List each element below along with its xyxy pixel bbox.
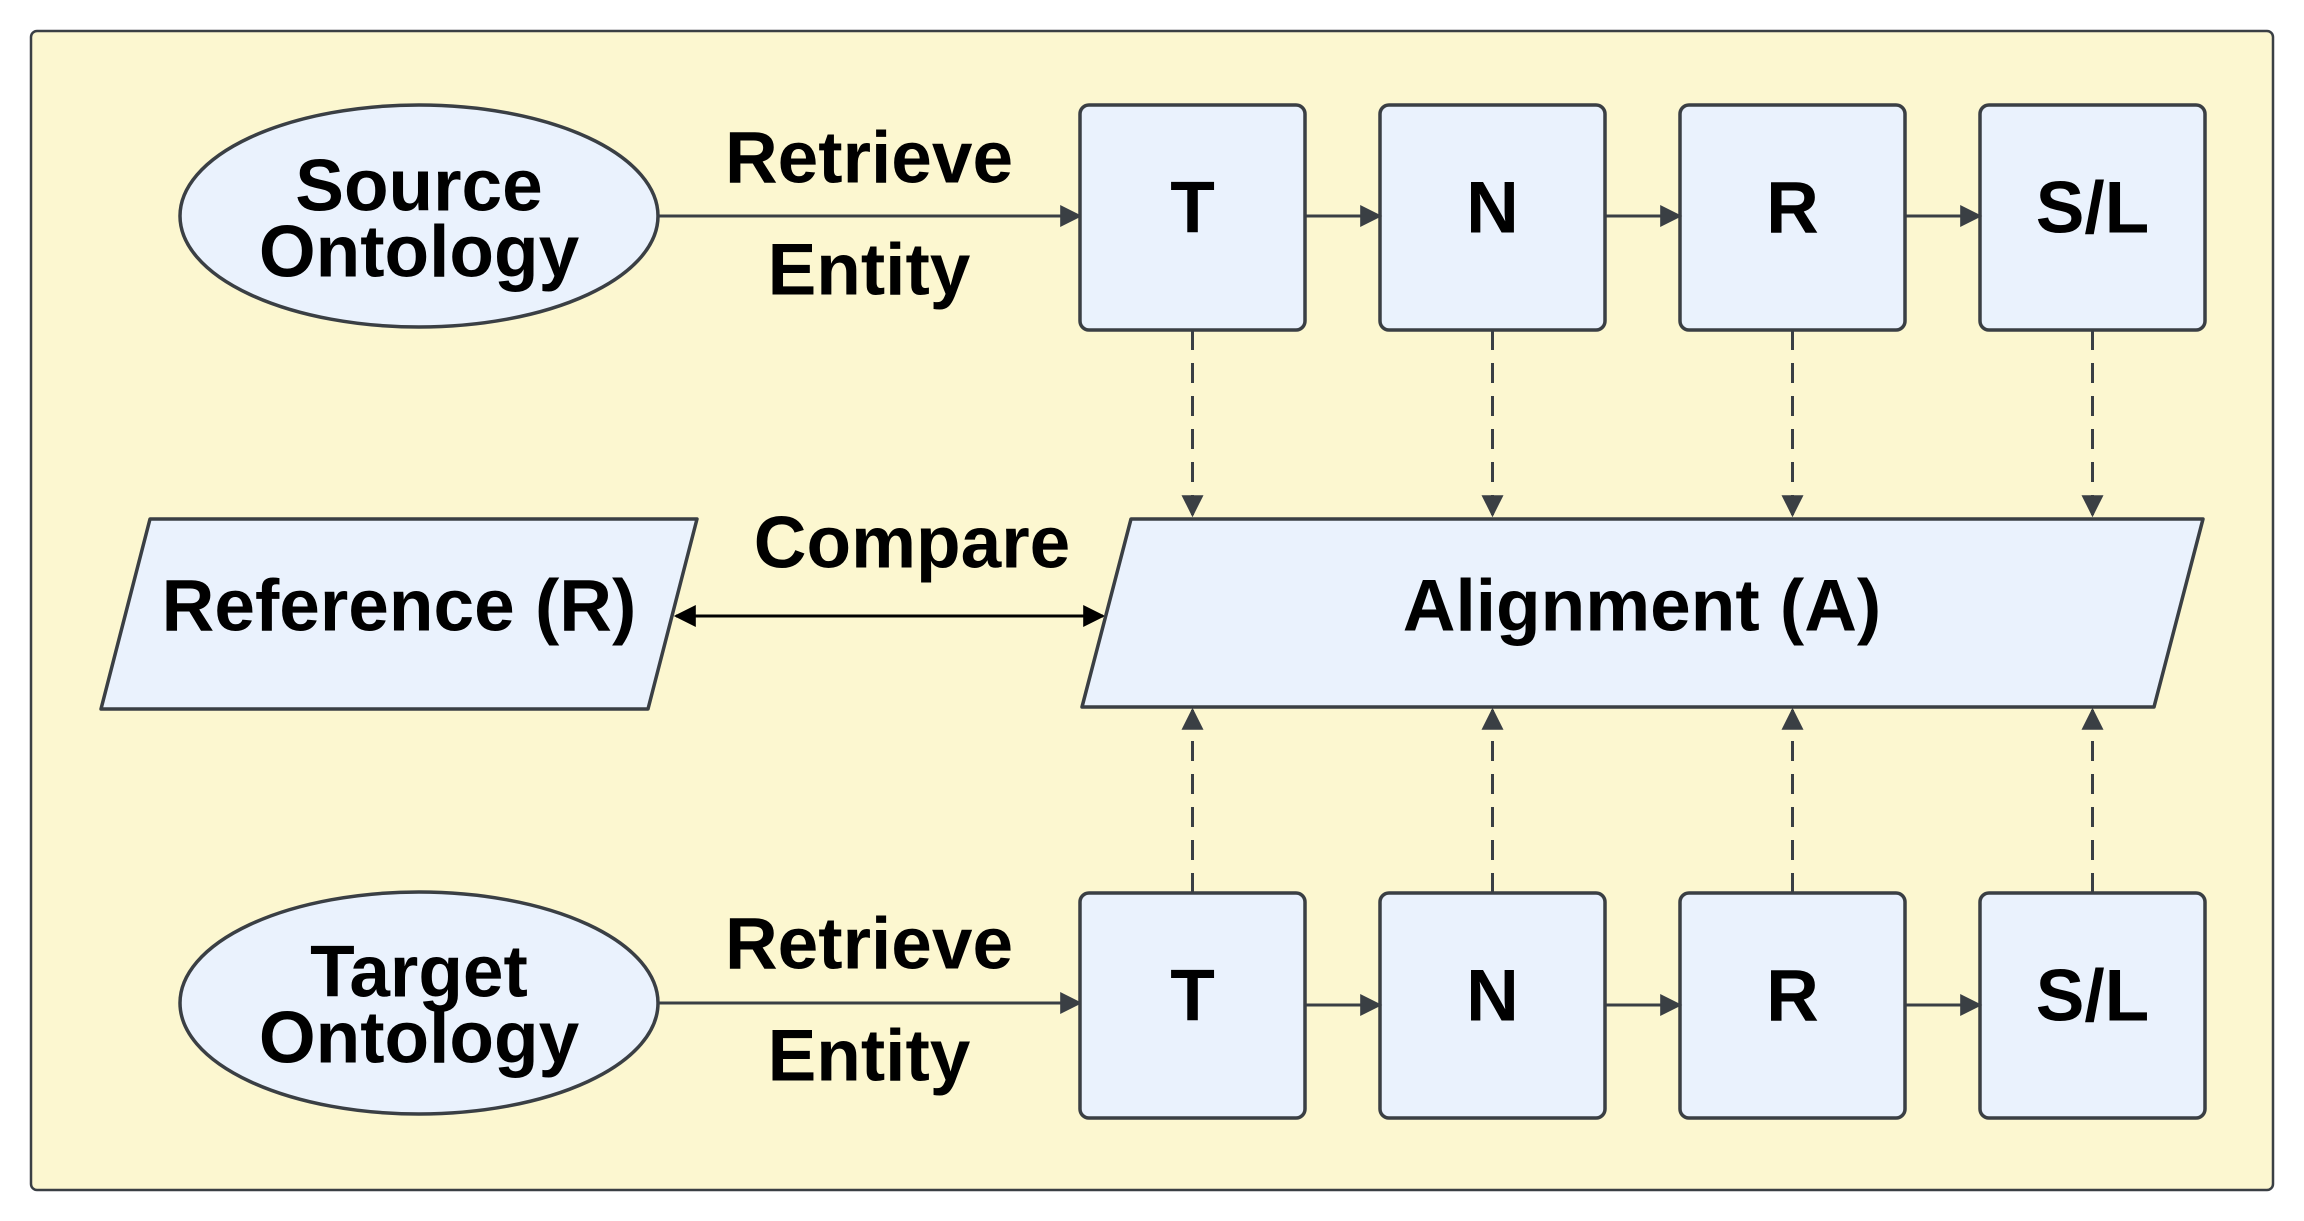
alignment-label: Alignment (A) (1403, 566, 1882, 647)
source-ontology-label-line2: Ontology (259, 212, 580, 293)
target-step-sl-node: S/L (1978, 891, 2207, 1120)
target-step-n-label: N (1466, 956, 1519, 1037)
target-step-r-label: R (1766, 956, 1819, 1037)
source-ontology-node: Source Ontology (178, 103, 660, 329)
source-step-t-label: T (1170, 168, 1215, 249)
alignment-node: Alignment (A) (1080, 517, 2205, 709)
source-step-t-node: T (1078, 103, 1307, 332)
source-step-n-label: N (1466, 168, 1519, 249)
reference-node: Reference (R) (99, 517, 699, 711)
target-ontology-node: Target Ontology (178, 890, 660, 1116)
source-step-r-node: R (1678, 103, 1907, 332)
target-step-r-node: R (1678, 891, 1907, 1120)
source-retrieve-label-line2: Entity (768, 230, 971, 311)
source-step-r-label: R (1766, 168, 1819, 249)
source-ontology-label-line1: Source (295, 146, 542, 227)
source-retrieve-label-line1: Retrieve (725, 118, 1013, 199)
target-step-t-label: T (1170, 956, 1215, 1037)
reference-label: Reference (R) (162, 566, 637, 647)
target-step-t-node: T (1078, 891, 1307, 1120)
source-step-sl-node: S/L (1978, 103, 2207, 332)
target-ontology-label-line1: Target (310, 932, 528, 1013)
source-step-n-node: N (1378, 103, 1607, 332)
target-step-n-node: N (1378, 891, 1607, 1120)
source-step-sl-label: S/L (2036, 168, 2150, 249)
target-ontology-label-line2: Ontology (259, 998, 580, 1079)
compare-label: Compare (754, 503, 1070, 584)
target-retrieve-label-line1: Retrieve (725, 904, 1013, 985)
target-step-sl-label: S/L (2036, 956, 2150, 1037)
target-retrieve-label-line2: Entity (768, 1016, 971, 1097)
